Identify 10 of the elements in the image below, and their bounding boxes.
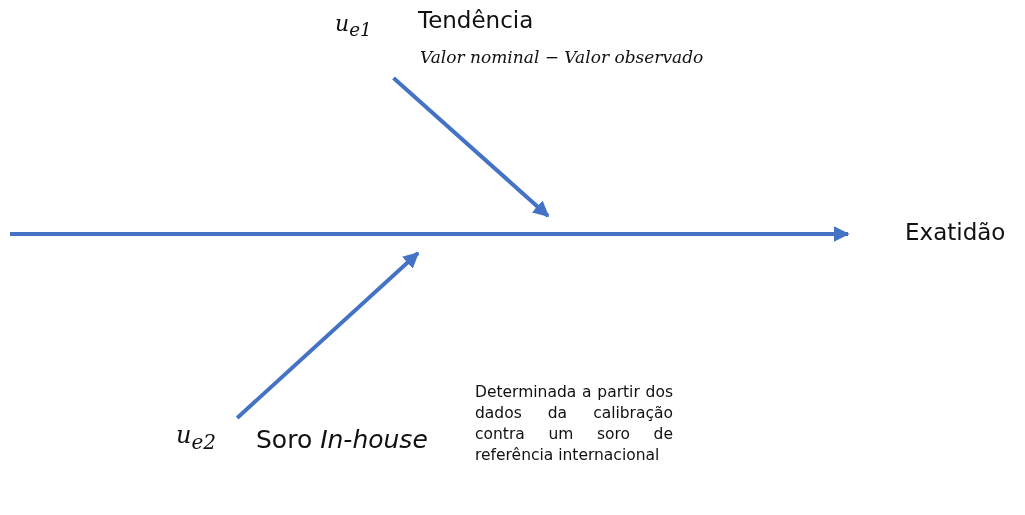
symbol-label: u$_{e1}$: [335, 12, 372, 41]
effect-label: Exatidão: [848, 218, 1023, 250]
symbol-label: u$_{e2}$: [176, 422, 217, 453]
branch-label: Tendência: [418, 8, 534, 34]
arrow: [392, 76, 550, 218]
arrow: [235, 251, 420, 420]
arrow: [10, 226, 850, 242]
formula-text: Valor nominal − Valor observado: [420, 48, 704, 67]
branch-label: Soro In-house: [256, 426, 428, 454]
note-text: Determinada a partir dos dados da calibração contra um soro de referência internacional: [475, 382, 673, 466]
